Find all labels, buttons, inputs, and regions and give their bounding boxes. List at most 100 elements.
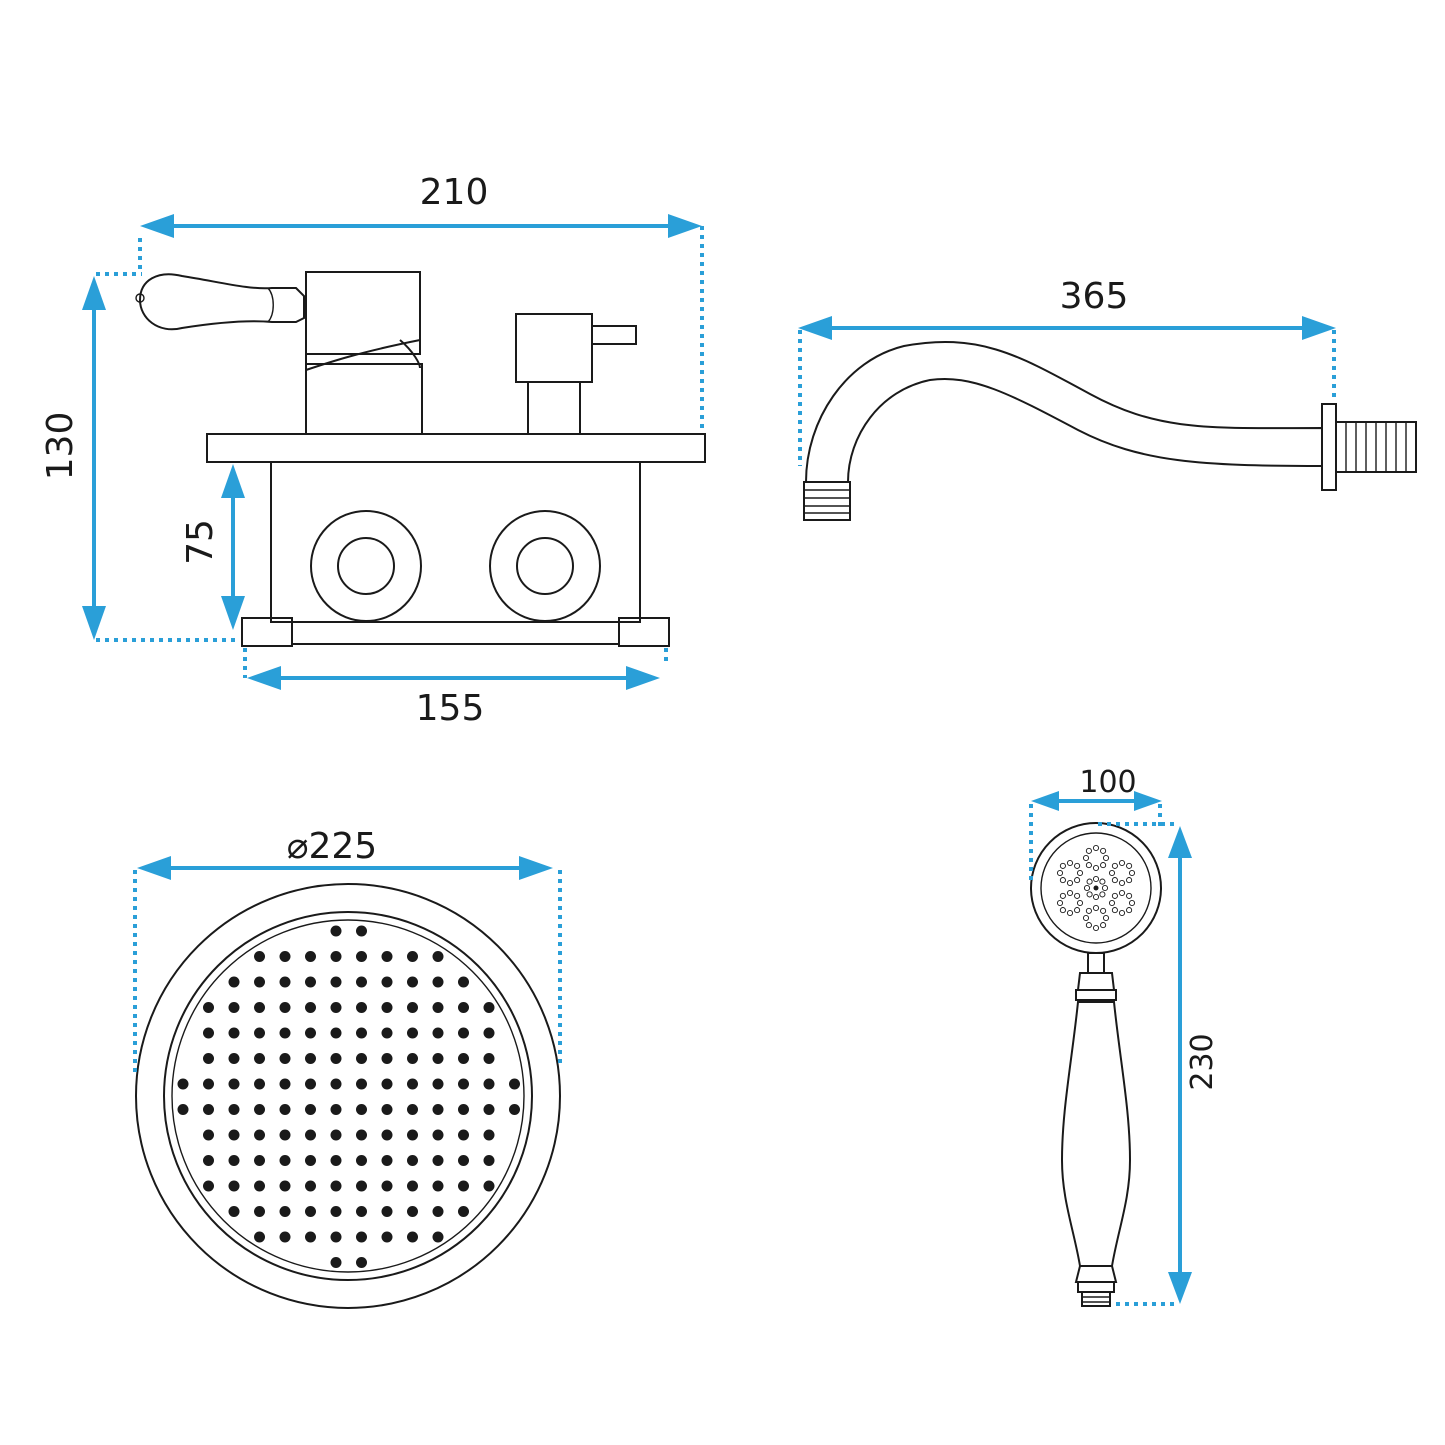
hand-nozzle-dot xyxy=(1128,899,1136,907)
shower-head-diameter-label: ⌀225 xyxy=(287,826,377,867)
hand-nozzle-dot xyxy=(1085,847,1092,854)
arrow-down-icon xyxy=(1168,1272,1192,1304)
nozzle-dot xyxy=(330,976,342,988)
mixer-height-label: 130 xyxy=(40,412,81,481)
hand-nozzle-dot xyxy=(1092,844,1100,852)
nozzle-dot xyxy=(228,1053,240,1064)
nozzle-dot xyxy=(458,1053,469,1064)
diverter-knob xyxy=(515,313,593,383)
mixer-lever-handle xyxy=(138,273,305,331)
nozzle-dot xyxy=(203,1053,214,1064)
nozzle-dot xyxy=(407,1129,418,1141)
nozzle-dot xyxy=(279,1155,291,1166)
hand-nozzle-dot xyxy=(1092,864,1100,872)
mixer-cover-plate xyxy=(206,433,706,463)
nozzle-dot xyxy=(432,976,444,988)
hand-nozzle-dot xyxy=(1074,877,1081,884)
nozzle-dot xyxy=(432,1027,444,1039)
hand-nozzle-dot xyxy=(1059,877,1066,884)
arrow-up-icon xyxy=(221,464,245,498)
hand-nozzle-dot xyxy=(1118,879,1126,887)
nozzle-dot xyxy=(305,976,316,988)
nozzle-dot xyxy=(254,1180,265,1192)
nozzle-dot xyxy=(330,1027,342,1039)
nozzle-dot xyxy=(279,1231,291,1243)
nozzle-dot xyxy=(330,1104,342,1115)
nozzle-dot xyxy=(305,1231,316,1243)
diverter-stem xyxy=(527,381,581,435)
nozzle-dot xyxy=(458,1002,469,1013)
hand-nozzle-dot xyxy=(1100,922,1107,929)
nozzle-dot xyxy=(305,1104,316,1115)
hand-nozzle-dot xyxy=(1066,859,1074,867)
hand-nozzle-dot xyxy=(1100,847,1107,854)
hand-nozzle-dot xyxy=(1092,904,1100,912)
nozzle-dot xyxy=(407,1078,418,1090)
nozzle-dot xyxy=(254,1002,265,1013)
hand-nozzle-dot xyxy=(1126,892,1133,899)
hand-nozzle-dot xyxy=(1126,907,1133,914)
arrow-left-icon xyxy=(137,856,171,880)
mixer-lever-stem xyxy=(305,363,423,435)
nozzle-dot xyxy=(381,1206,393,1217)
nozzle-dot xyxy=(254,976,265,988)
nozzle-dot xyxy=(279,1206,291,1217)
nozzle-dot xyxy=(254,1053,265,1064)
mixer-drawing xyxy=(135,271,706,647)
nozzle-dot xyxy=(432,1206,444,1217)
nozzle-dot xyxy=(356,1180,367,1192)
hand-nozzle-dot xyxy=(1111,877,1118,884)
hand-nozzle-dot xyxy=(1076,899,1084,907)
mixer-width-dimension: 210 xyxy=(138,172,704,432)
hand-nozzle-dot xyxy=(1066,879,1074,887)
arrow-up-icon xyxy=(82,276,106,310)
arrow-right-icon xyxy=(668,214,702,238)
nozzle-dot xyxy=(407,951,418,962)
mixer-width-label: 210 xyxy=(420,172,489,213)
nozzle-dot xyxy=(483,1104,495,1115)
arrow-down-icon xyxy=(82,606,106,640)
nozzle-dot xyxy=(305,1206,316,1217)
mixer-foot-right xyxy=(618,617,670,647)
hand-nozzle-dot xyxy=(1076,869,1084,877)
nozzle-dot xyxy=(407,1027,418,1039)
nozzle-dot xyxy=(483,1180,495,1192)
hand-nozzle-dot xyxy=(1059,892,1066,899)
mixer-box-height-label: 75 xyxy=(180,519,221,565)
nozzle-dot xyxy=(381,1002,393,1013)
hand-nozzle-dot xyxy=(1118,909,1126,917)
nozzle-dot xyxy=(254,1206,265,1217)
hand-nozzle-dot xyxy=(1099,878,1106,885)
nozzle-dot xyxy=(305,1053,316,1064)
hand-shower-width-label: 100 xyxy=(1079,765,1136,800)
hand-shower-neck xyxy=(1087,952,1105,974)
hand-shower-nozzles xyxy=(1056,844,1136,932)
nozzle-dot xyxy=(279,1104,291,1115)
hand-nozzle-dot xyxy=(1059,862,1066,869)
nozzle-dot xyxy=(407,976,418,988)
nozzle-dot xyxy=(330,1180,342,1192)
hand-nozzle-dot xyxy=(1128,869,1136,877)
shower-head-diameter-dimension: ⌀225 xyxy=(133,826,562,1072)
nozzle-dot xyxy=(458,1104,469,1115)
nozzle-dot xyxy=(356,951,367,962)
hand-nozzle-dot xyxy=(1059,907,1066,914)
nozzle-dot xyxy=(279,1078,291,1090)
hand-nozzle-dot xyxy=(1111,862,1118,869)
hand-nozzle-dot xyxy=(1083,884,1091,892)
mixer-box-height-dimension: 75 xyxy=(180,464,245,630)
hand-nozzle-dot xyxy=(1100,862,1107,869)
hand-nozzle-dot xyxy=(1074,907,1081,914)
mixer-lever-body xyxy=(305,271,421,355)
hand-nozzle-dot xyxy=(1108,899,1116,907)
nozzle-dot xyxy=(407,1231,418,1243)
nozzle-dot xyxy=(279,1053,291,1064)
hand-nozzle-dot xyxy=(1085,922,1092,929)
nozzle-dot xyxy=(432,1053,444,1064)
nozzle-dot xyxy=(356,1053,367,1064)
shower-head-drawing xyxy=(135,883,561,1309)
nozzle-dot xyxy=(305,1002,316,1013)
nozzle-dot xyxy=(279,1180,291,1192)
mixer-box-width-dimension: 155 xyxy=(243,648,668,729)
